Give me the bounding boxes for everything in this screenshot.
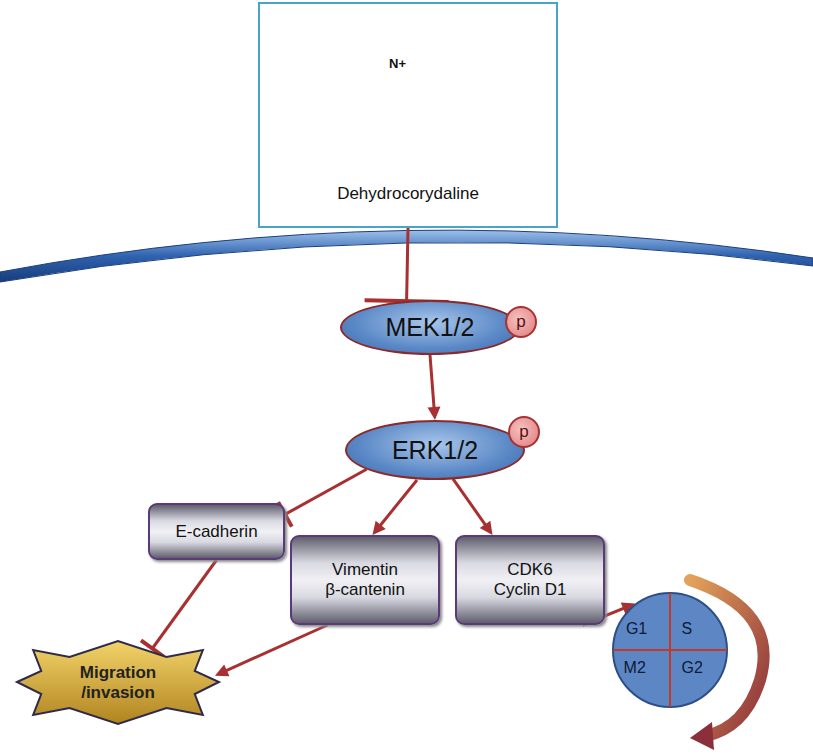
node-text: E-cadherin [175, 522, 257, 542]
connector [278, 469, 366, 526]
connector-line [453, 479, 487, 527]
atom-label: N+ [388, 57, 407, 70]
protein-box: Vimentinβ-cantenin [290, 535, 440, 625]
node-text: p [519, 422, 528, 442]
protein-box: E-cadherin [148, 503, 285, 560]
node-text: CDK6 [507, 560, 552, 580]
node-text: Migration /invasion [61, 663, 175, 702]
node-text: M2 [624, 659, 646, 677]
connector [365, 228, 449, 302]
connector [428, 355, 441, 420]
cell-cycle-circle: G1 S M2 G2 [612, 592, 728, 708]
phospho-circle: p [505, 306, 537, 338]
kinase-ellipse: ERK1/2 [345, 420, 525, 480]
connector [373, 480, 418, 535]
kinase-ellipse: MEK1/2 [340, 300, 520, 355]
connector-line [285, 469, 367, 514]
node-text: β-cantenin [325, 580, 405, 600]
arrow-head [480, 521, 493, 535]
node-text: Vimentin [332, 560, 398, 580]
node-text: G1 [626, 620, 647, 638]
node-text: G2 [682, 659, 703, 677]
node-text: Dehydrocorydaline [337, 184, 479, 204]
node-text: ERK1/2 [392, 436, 478, 465]
arrow-head [428, 407, 441, 420]
cycle-circle-shape [612, 592, 728, 708]
connector-line [379, 480, 417, 527]
connector-line [407, 228, 408, 301]
connector-line [152, 560, 216, 649]
connector [453, 479, 493, 535]
arrow-head [373, 521, 386, 535]
node-text: MEK1/2 [386, 313, 475, 342]
connector [141, 560, 216, 657]
connector [215, 625, 328, 676]
node-text: p [516, 312, 525, 332]
connector-line [430, 355, 434, 410]
arrow-head [215, 664, 230, 676]
phospho-circle: p [508, 416, 540, 448]
node-text: S [682, 620, 693, 638]
compound-box: Dehydrocorydaline [258, 2, 558, 228]
star-shape [17, 641, 219, 724]
node-text: Cyclin D1 [494, 580, 567, 600]
outcome-star: Migration /invasion [17, 640, 219, 725]
connector-line [224, 625, 327, 672]
protein-box: CDK6Cyclin D1 [455, 535, 605, 625]
